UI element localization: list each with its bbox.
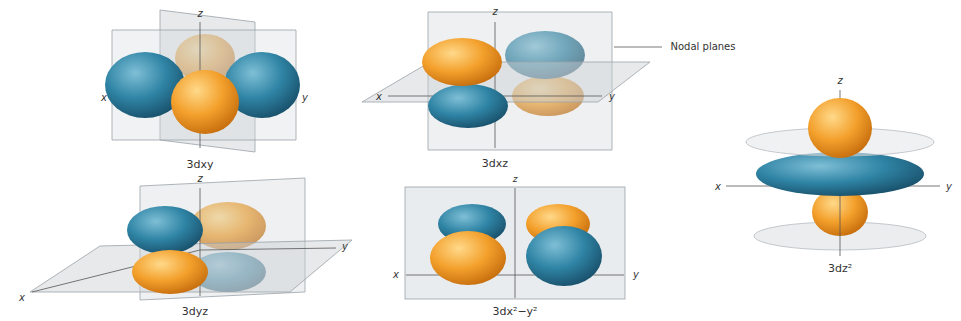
axis-label: x xyxy=(393,270,399,280)
orbital-lobe xyxy=(171,70,239,134)
axis-line xyxy=(515,188,516,298)
orbital-lobe xyxy=(526,226,602,286)
axis-label: z xyxy=(197,174,202,184)
dz2-orbital xyxy=(726,90,940,256)
axis-label: y xyxy=(609,92,615,102)
axis-label: z xyxy=(513,175,518,184)
axis-label: z xyxy=(837,76,842,86)
axis-label: z xyxy=(492,7,497,17)
orbital-label: 3dxy xyxy=(186,159,213,170)
orbital-lobe xyxy=(430,231,506,285)
orbital-lobe xyxy=(132,250,208,294)
axis-label: x xyxy=(19,293,25,303)
axis-label: y xyxy=(633,270,639,280)
orbital-label: 3dxz xyxy=(482,158,508,169)
orbital-label: 3dyz xyxy=(182,306,208,317)
orbital-lobe xyxy=(422,38,502,86)
axis-label: y xyxy=(342,242,348,252)
leader-line xyxy=(614,47,662,48)
axis-label: y xyxy=(946,182,952,192)
axis-label: x xyxy=(715,182,721,192)
orbital-label: 3dz² xyxy=(828,263,852,274)
callout-label: Nodal planes xyxy=(671,42,736,52)
orbital-lobe xyxy=(428,84,508,128)
orbital-lobe xyxy=(127,206,203,254)
axis-line xyxy=(200,248,336,250)
axis-line xyxy=(495,22,496,148)
axis-label: z xyxy=(197,9,202,19)
orbital-label: 3dx²−y² xyxy=(492,306,537,317)
axis-label: x xyxy=(101,93,107,103)
orbital-torus xyxy=(756,152,924,196)
orbital-lobe xyxy=(808,98,872,158)
dxz-orbital xyxy=(362,12,662,150)
nodal-plane xyxy=(405,187,625,299)
axis-label: y xyxy=(302,93,308,103)
dxy-orbital xyxy=(105,10,300,152)
dx2y2-orbital xyxy=(405,187,625,299)
nodal-plane xyxy=(362,62,650,102)
dyz-orbital xyxy=(30,178,352,300)
axis-label: x xyxy=(376,92,382,102)
